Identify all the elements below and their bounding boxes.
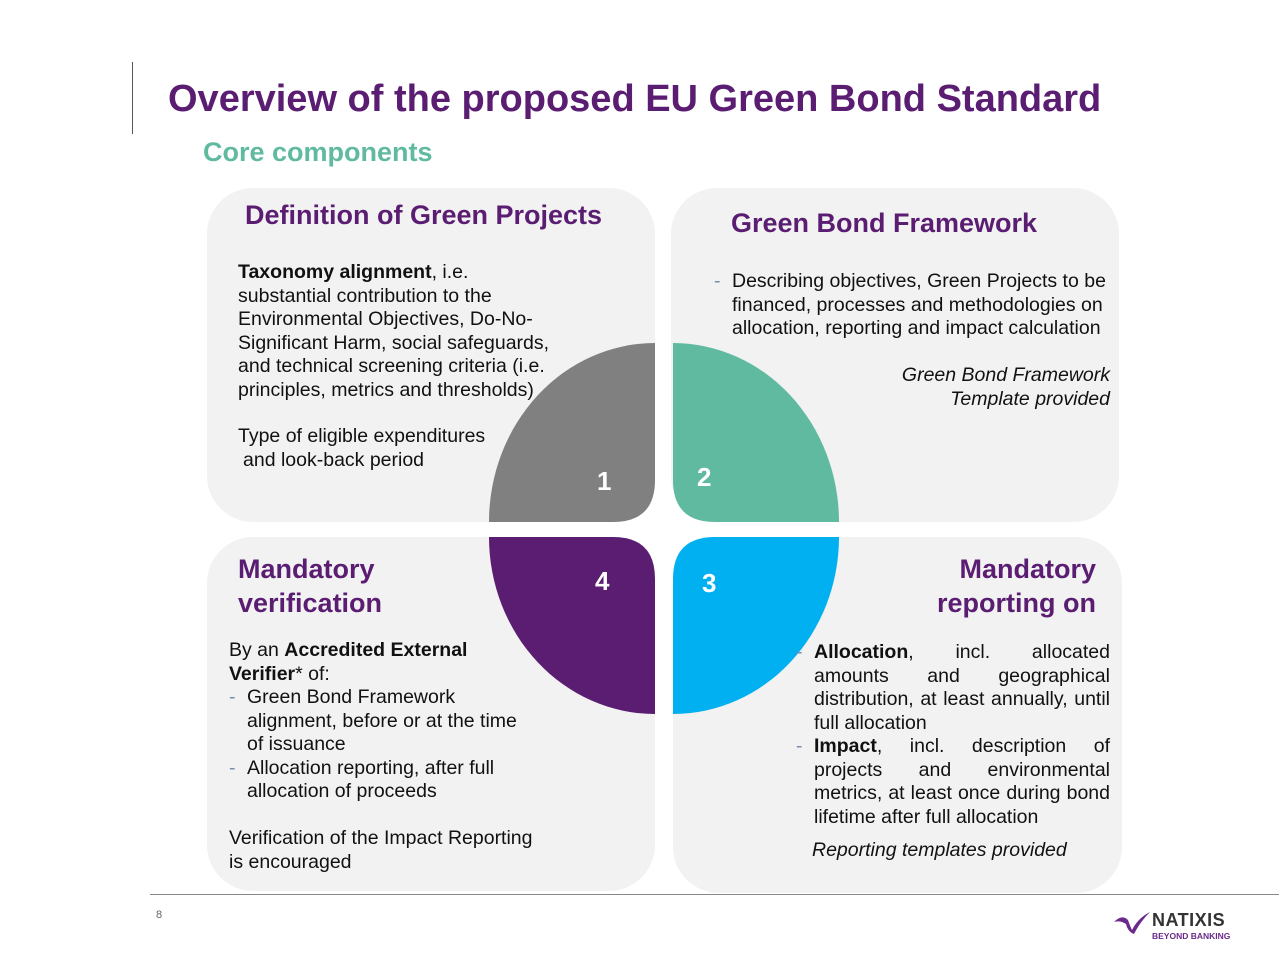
q4-bullet-2: -Allocation reporting, after full alloca… — [229, 757, 519, 804]
logo-tagline: BEYOND BANKING — [1152, 931, 1231, 941]
quadrant-4 — [489, 537, 655, 714]
page-title: Overview of the proposed EU Green Bond S… — [168, 78, 1102, 120]
q3-bullet-allocation: -Allocation, incl. allocated amounts and… — [796, 641, 1110, 735]
q1-text: Taxonomy alignment, i.e. substantial con… — [238, 261, 556, 402]
q3-b2-text: , incl. description of projects and envi… — [814, 735, 1110, 828]
dash-icon: - — [796, 735, 803, 757]
q2-note1: Green Bond Framework — [901, 364, 1110, 386]
q3-b1-bold: Allocation — [814, 641, 909, 663]
q3-heading1: Mandatory — [959, 554, 1096, 584]
q1-bold: Taxonomy alignment — [238, 261, 432, 283]
title-divider — [132, 62, 133, 134]
q3-bullets: -Allocation, incl. allocated amounts and… — [796, 641, 1110, 829]
q1-body: , i.e. substantial contribution to the E… — [238, 261, 550, 401]
q4-intro-b: * of: — [295, 662, 330, 685]
q2-note2: Template provided — [950, 387, 1110, 410]
q3-b2-bold: Impact — [814, 735, 877, 757]
q4-heading2: verification — [238, 588, 383, 618]
q4-intro-bold: Accredited External Verifier — [229, 639, 468, 685]
q2-heading: Green Bond Framework — [731, 208, 1038, 238]
q3-bullet-impact: -Impact, incl. description of projects a… — [796, 735, 1110, 829]
footer-divider — [150, 894, 1279, 895]
q4-heading1: Mandatory — [238, 554, 375, 584]
q3-note: Reporting templates provided — [812, 839, 1067, 861]
logo-name: NATIXIS — [1152, 910, 1226, 930]
natixis-swoosh-icon — [1114, 912, 1150, 934]
q1-text2a: Type of eligible expenditures — [238, 425, 486, 447]
dash-icon: - — [229, 686, 236, 708]
q3-heading2: reporting on — [937, 588, 1096, 618]
q4-b1-text: Green Bond Framework alignment, before o… — [247, 686, 517, 755]
q2-bullet: -Describing objectives, Green Projects t… — [714, 270, 1109, 341]
quadrant-3 — [673, 537, 839, 714]
dash-icon: - — [796, 641, 803, 663]
quadrant-3-number: 3 — [702, 568, 717, 598]
q4-outro: Verification of the Impact Reporting is … — [229, 827, 533, 873]
dash-icon: - — [714, 270, 721, 292]
q1-text2b: and look-back period — [243, 448, 425, 471]
quadrant-4-number: 4 — [595, 566, 610, 596]
quadrant-2-number: 2 — [697, 462, 712, 492]
q3-heading: Mandatory reporting on — [880, 552, 1096, 620]
q4-bullet-1: -Green Bond Framework alignment, before … — [229, 686, 519, 757]
q4-intro: By an Accredited External Verifier* of: — [229, 639, 529, 686]
page-number: 8 — [156, 909, 163, 921]
q3-b1-text: , incl. allocated amounts and geographic… — [814, 641, 1110, 734]
quadrant-1-number: 1 — [597, 466, 612, 496]
page-subtitle: Core components — [203, 137, 433, 167]
q4-b2-text: Allocation reporting, after full allocat… — [247, 756, 495, 803]
q2-bullet-text: Describing objectives, Green Projects to… — [732, 270, 1106, 339]
q4-heading: Mandatory verification — [238, 552, 382, 620]
q4-intro-a: By an — [229, 639, 285, 661]
dash-icon: - — [229, 756, 236, 779]
quadrant-1 — [489, 343, 655, 522]
q1-heading: Definition of Green Projects — [245, 200, 603, 230]
quadrant-2 — [673, 343, 839, 522]
q4-body: By an Accredited External Verifier* of: … — [229, 639, 529, 804]
